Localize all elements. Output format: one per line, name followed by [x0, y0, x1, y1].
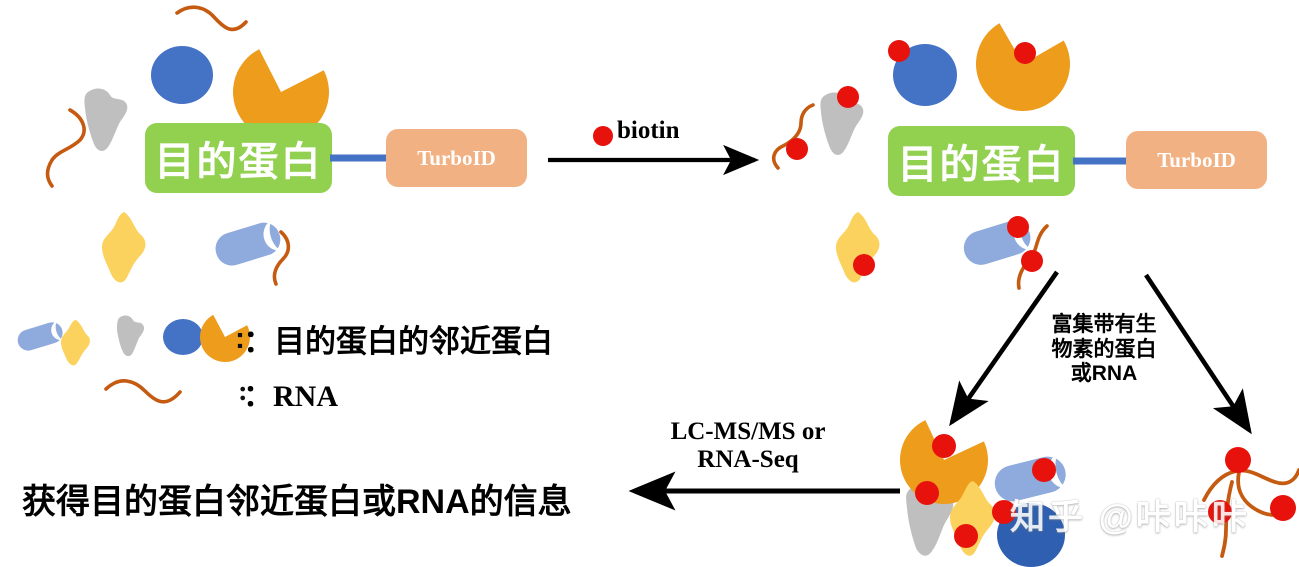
orange-pacman-icon	[233, 49, 329, 140]
legend-colon-2: :	[238, 375, 248, 407]
biotin-dot-icon	[1270, 495, 1296, 521]
legend-label-rna: ：RNA	[243, 380, 338, 413]
blue-circle-icon	[997, 503, 1065, 567]
target-protein-box-left[interactable]: 目的蛋白	[145, 123, 332, 193]
turboid-label: TurboID	[1157, 147, 1236, 172]
legend-icon-yellow-blob	[61, 320, 90, 366]
yellow-blob-icon	[102, 212, 146, 283]
enrich-line-3: 或RNA	[1070, 362, 1138, 386]
blue-circle-icon	[151, 46, 213, 104]
turboid-label: TurboID	[417, 145, 496, 170]
blue-circle-icon	[893, 44, 957, 106]
biotin-dot-icon	[954, 524, 978, 548]
biotin-dot-icon	[853, 254, 875, 276]
target-protein-box-right[interactable]: 目的蛋白	[888, 126, 1075, 196]
enrich-arrow-left	[949, 270, 1059, 427]
legend-icon-blue-circle	[163, 319, 203, 355]
turboid-box-right[interactable]: TurboID	[1126, 131, 1267, 189]
biotin-arrow-label: biotin	[617, 117, 680, 144]
biotin-dot-icon	[1208, 500, 1232, 524]
biotin-dot-icon	[1225, 447, 1251, 473]
result-text: 获得目的蛋白邻近蛋白或RNA的信息	[22, 483, 572, 521]
biotin-dot-icon	[1007, 216, 1029, 238]
legend-icon-gray-blob	[117, 315, 145, 357]
lcms-arrow-label: LC-MS/MS or RNA-Seq	[650, 418, 846, 475]
biotin-dot-icon	[915, 481, 939, 505]
rna-squiggle-icon	[45, 108, 86, 188]
orange-pacman-icon	[976, 23, 1070, 111]
rna-squiggle-icon	[771, 103, 815, 170]
rna-squiggle-icon	[1220, 480, 1234, 558]
biotin-dot-icon	[1014, 42, 1036, 64]
biotin-dot-icon	[888, 40, 910, 62]
enrich-line-2: 物素的蛋白	[1051, 337, 1157, 361]
rna-squiggle-icon	[175, 5, 248, 32]
legend-icon-orange-pacman	[200, 314, 250, 362]
biotin-dot-icon	[992, 500, 1016, 524]
legend-colon-1: :	[235, 322, 245, 355]
biotin-dot-icon	[593, 126, 613, 146]
target-protein-label: 目的蛋白	[154, 140, 323, 184]
target-protein-label: 目的蛋白	[897, 143, 1066, 187]
enrichment-arrow-label: 富集带有生 物素的蛋白 或RNA	[1043, 313, 1165, 387]
enrich-line-1: 富集带有生	[1051, 313, 1157, 336]
legend-icon-lightblue-cylinder	[17, 319, 66, 351]
lcms-line-2: RNA-Seq	[697, 446, 799, 474]
rna-squiggle-icon	[272, 230, 291, 286]
enrich-arrow-right	[1144, 273, 1252, 435]
legend-icon-rna-squiggle	[104, 379, 182, 404]
yellow-blob-icon	[836, 212, 880, 283]
gray-blob-icon	[84, 88, 128, 151]
lightblue-cylinder-icon	[215, 218, 285, 266]
lcms-line-1: LC-MS/MS or	[670, 418, 826, 445]
biotin-dot-icon	[1021, 250, 1043, 272]
gray-blob-icon	[820, 92, 864, 155]
turboid-box-left[interactable]: TurboID	[386, 129, 527, 187]
biotin-dot-icon	[1032, 458, 1056, 482]
biotin-dot-icon	[837, 86, 859, 108]
biotin-dot-icon	[786, 138, 808, 160]
legend-label-proximal-proteins: ：目的蛋白的邻近蛋白	[243, 324, 553, 359]
rna-squiggle-icon	[1202, 468, 1299, 502]
biotin-dot-icon	[932, 434, 956, 458]
